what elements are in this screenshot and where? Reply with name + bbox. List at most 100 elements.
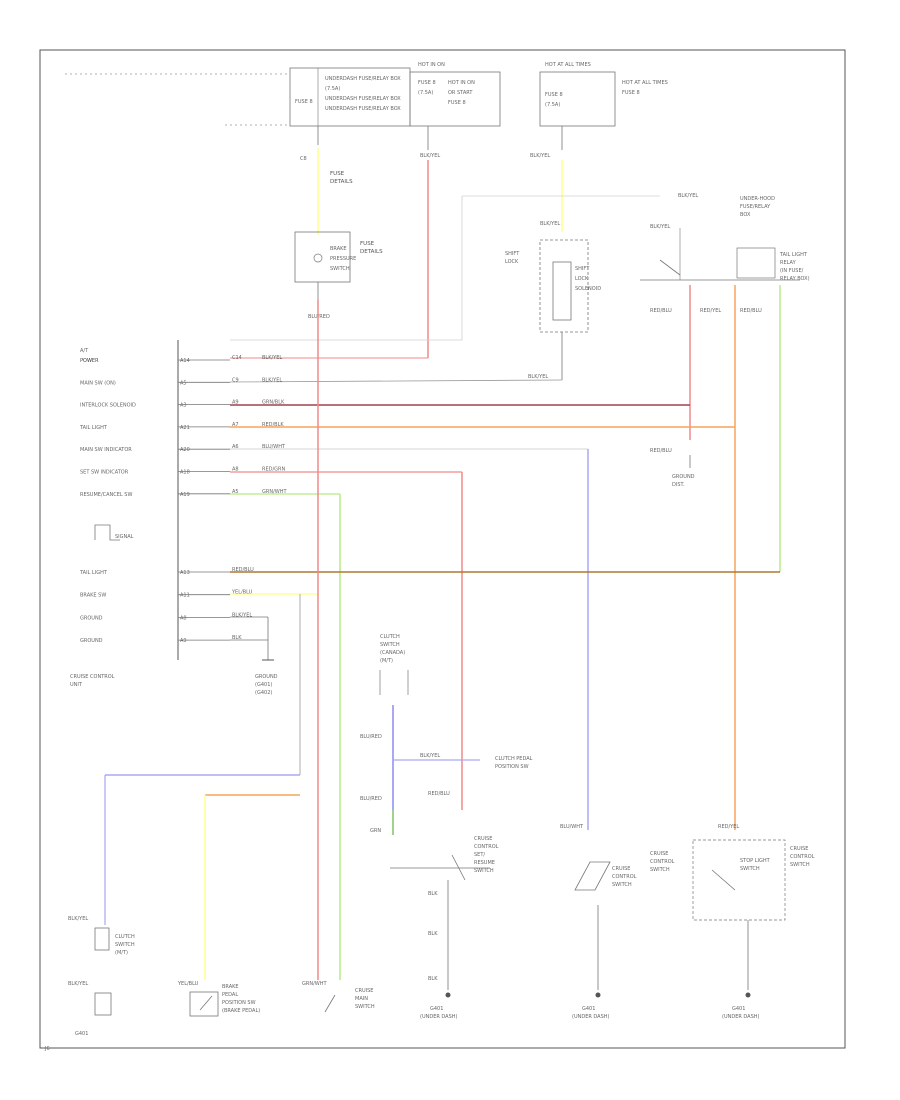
relay-label: BRAKE xyxy=(330,246,347,252)
module-pin-number: A21 xyxy=(180,425,190,431)
cluster-title: (CANADA) xyxy=(380,650,405,656)
fuse-label: FUSE 8 xyxy=(545,92,563,98)
module-pin-label: GROUND xyxy=(80,638,103,644)
switch-label: MAIN xyxy=(355,996,368,1002)
wire-label: BLK xyxy=(428,976,438,982)
stop-light-switch: RED/YEL CRUISE CONTROL SWITCH STOP LIGHT… xyxy=(650,824,815,1020)
brake-pedal-switch: YEL/BLU BRAKE PEDAL POSITION SW (BRAKE P… xyxy=(177,981,260,1017)
module-title: POWER xyxy=(80,358,99,364)
switch-label: SWITCH xyxy=(790,862,810,868)
switch-label: CLUTCH xyxy=(115,934,135,940)
wire-label: BLK/YEL xyxy=(650,224,670,230)
switch-label: CONTROL xyxy=(474,844,499,850)
clutch-switch-cluster: CLUTCH SWITCH (CANADA) (M/T) BLU/RED BLU… xyxy=(360,634,533,835)
module-pin-label: GROUND xyxy=(80,615,103,621)
switch-label: POSITION SW xyxy=(222,1000,256,1006)
shift-lock-label: SHIFT xyxy=(505,251,520,257)
underhood-relay: BLK/YEL UNDER-HOOD FUSE/RELAY BOX BLK/YE… xyxy=(640,193,810,314)
module-pin-color: BLU/WHT xyxy=(262,444,286,450)
fuse-8-label: FUSE 8 xyxy=(295,99,313,105)
fuse-label: FUSE 8 xyxy=(448,100,466,106)
module-pin-color: BLK/YEL xyxy=(262,377,282,383)
cluster-title: (M/T) xyxy=(380,658,393,664)
ground-label: (G402) xyxy=(255,690,272,696)
module-pin-number: A18 xyxy=(180,470,190,476)
module-footer: UNIT xyxy=(70,682,83,688)
cluster-label: POSITION SW xyxy=(495,764,529,770)
module-pin-number: A19 xyxy=(180,492,190,498)
module-pin-color: BLK/YEL xyxy=(262,355,282,361)
cluster-wire: BLU/RED xyxy=(360,796,382,802)
fuse-ref: DETAILS xyxy=(360,249,383,255)
hot-label: OR START xyxy=(448,90,473,96)
steering-switch: BLU/WHT CRUISE CONTROL SWITCH G401 (UNDE… xyxy=(560,824,637,1020)
module-pin-color: BLK xyxy=(232,635,242,641)
module-pin-wire: A6 xyxy=(232,444,239,450)
module-pin-color: GRN/WHT xyxy=(262,489,287,495)
fuse-ref: FUSE xyxy=(330,171,345,177)
wire-label: BLK/YEL xyxy=(530,153,550,159)
switch-label: CONTROL xyxy=(650,859,675,865)
module-pin-wire: A5 xyxy=(232,489,239,495)
alt-box-label: RELAY BOX) xyxy=(780,276,810,282)
relay-box-label: UNDER-HOOD xyxy=(740,196,775,202)
relay-box-label: FUSE/RELAY xyxy=(740,204,771,210)
set-resume-switch: CRUISE CONTROL SET/ RESUME SWITCH BLK BL… xyxy=(390,836,499,1020)
switch-label: SET/ xyxy=(474,852,485,858)
hot-label: HOT AT ALL TIMES xyxy=(545,62,591,68)
switch-label: CRUISE xyxy=(790,846,808,852)
cluster-wire: BLK/YEL xyxy=(420,753,440,759)
ground-label: G401 xyxy=(582,1006,595,1012)
switch-label: PEDAL xyxy=(222,992,238,998)
fuse-label: FUSE 8 xyxy=(622,90,640,96)
cluster-title: SWITCH xyxy=(380,642,400,648)
module-pin-label: SET SW INDICATOR xyxy=(80,470,129,476)
module-pin-wire: A9 xyxy=(232,400,239,406)
alt-box-label: TAIL LIGHT xyxy=(779,252,808,258)
switch-label: SWITCH xyxy=(115,942,135,948)
wire-label: C8 xyxy=(300,156,307,162)
ground-label: GROUND xyxy=(672,474,695,480)
shift-lock-block: SHIFT LOCK SHIFT LOCK SOLENOID xyxy=(505,239,601,333)
cruise-main-switch: GRN/WHT CRUISE MAIN SWITCH xyxy=(302,981,375,1013)
fuse-block-title: UNDERDASH FUSE/RELAY BOX xyxy=(325,96,401,102)
switch-label: RESUME xyxy=(474,860,495,866)
hot-label: HOT AT ALL TIMES xyxy=(622,80,668,86)
ground-label: DIST. xyxy=(672,482,685,488)
switch-label: CONTROL xyxy=(612,874,637,880)
hot-label: HOT IN ON xyxy=(418,62,445,68)
module-pin-label: TAIL LIGHT xyxy=(79,425,108,431)
shift-lock-label: SOLENOID xyxy=(575,286,601,292)
cluster-title: CLUTCH xyxy=(380,634,400,640)
module-pin-label: BRAKE SW xyxy=(80,593,106,599)
fuse-ref: FUSE xyxy=(360,241,375,247)
fuse-rating: (7.5A) xyxy=(325,86,340,92)
ground-label: G401 xyxy=(75,1031,88,1037)
wire-label: BLU/RED xyxy=(308,314,330,320)
relay-block-left: BRAKE PRESSURE SWITCH FUSE DETAILS xyxy=(294,231,383,283)
relay-label: SWITCH xyxy=(330,266,350,272)
wire-label: BLK/YEL xyxy=(540,221,560,227)
module-pin-label: TAIL LIGHT xyxy=(79,570,108,576)
wire-label: RED/YEL xyxy=(700,308,721,314)
switch-label: SWITCH xyxy=(612,882,632,888)
module-pin-wire: A8 xyxy=(232,467,239,473)
wire-label: BLK/YEL xyxy=(678,193,698,199)
alt-box-label: RELAY xyxy=(780,260,797,266)
module-pin-color: RED/BLU xyxy=(232,567,254,573)
switch-label: SWITCH xyxy=(355,1004,375,1010)
switch-label: CRUISE xyxy=(355,988,373,994)
cluster-wire: GRN xyxy=(370,828,381,834)
fuse-block-hot-run: HOT IN ON FUSE 8 (7.5A) HOT IN ON OR STA… xyxy=(409,62,501,127)
module-pin-label: RESUME/CANCEL SW xyxy=(80,492,132,498)
wire-label: YEL/BLU xyxy=(177,981,199,987)
wire-label: BLK/YEL xyxy=(68,981,88,987)
ground-label: (UNDER DASH) xyxy=(420,1014,458,1020)
clutch-switch-left: BLK/YEL CLUTCH SWITCH (M/T) BLK/YEL G401 xyxy=(68,916,135,1037)
wire-label: RED/BLU xyxy=(650,308,672,314)
ground-label: G401 xyxy=(732,1006,745,1012)
hot-label: HOT IN ON xyxy=(448,80,475,86)
module-pin-number: A5 xyxy=(180,380,187,386)
